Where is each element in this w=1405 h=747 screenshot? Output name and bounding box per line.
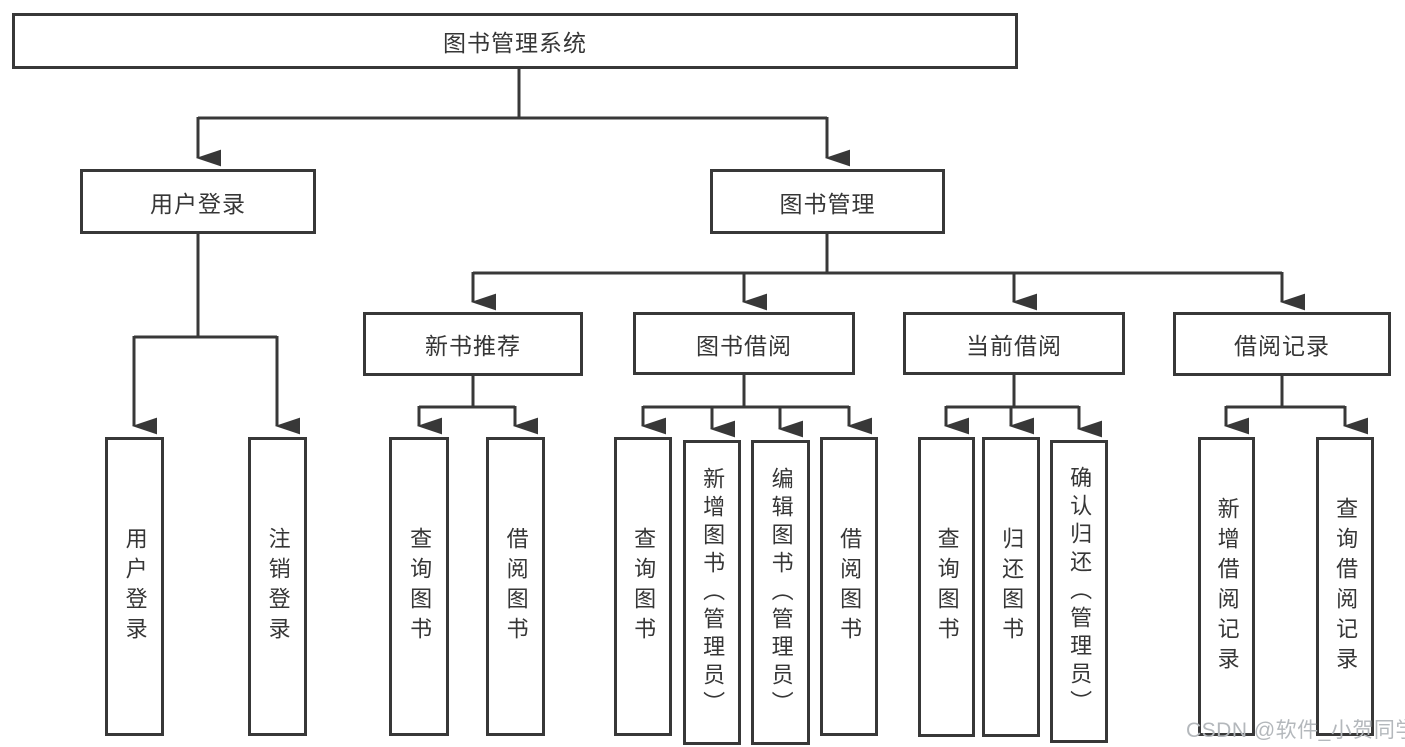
node-label: 新增借阅记录 (1214, 496, 1240, 677)
node-label: 图书借阅 (696, 332, 792, 359)
leaf-confirm-return-admin: 确认归还（管理员） (1050, 440, 1108, 743)
node-current-borrowing: 当前借阅 (903, 312, 1125, 375)
leaf-return-book: 归还图书 (982, 437, 1040, 737)
leaf-add-borrow-record: 新增借阅记录 (1198, 437, 1255, 736)
leaf-logout: 注销登录 (248, 437, 307, 736)
node-label: 查询借阅记录 (1333, 496, 1359, 677)
leaf-edit-book-admin: 编辑图书（管理员） (751, 440, 810, 745)
leaf-query-borrow-record: 查询借阅记录 (1316, 437, 1374, 736)
node-label: 归还图书 (999, 527, 1025, 647)
node-user-login: 用户登录 (80, 169, 316, 234)
leaf-user-login: 用户登录 (105, 437, 164, 736)
node-book-management: 图书管理 (710, 169, 945, 234)
node-library-management-system: 图书管理系统 (12, 13, 1018, 69)
leaf-query-books-recommend: 查询图书 (389, 437, 449, 736)
node-label: 编辑图书（管理员） (768, 466, 794, 719)
leaf-borrow-books-recommend: 借阅图书 (486, 437, 545, 736)
leaf-add-book-admin: 新增图书（管理员） (683, 440, 741, 745)
node-label: 用户登录 (122, 526, 148, 647)
csdn-watermark: CSDN @软件_小贺同学 (1186, 719, 1405, 742)
node-label: 确认归还（管理员） (1067, 465, 1093, 718)
node-label: 图书管理 (779, 190, 876, 217)
node-label: 借阅图书 (503, 526, 529, 647)
node-label: 新书推荐 (425, 333, 521, 359)
node-label: 新增图书（管理员） (700, 466, 726, 719)
leaf-borrow-books: 借阅图书 (820, 437, 878, 736)
leaf-query-books-borrow: 查询图书 (614, 437, 672, 736)
node-label: 当前借阅 (966, 332, 1062, 359)
node-label: 借阅记录 (1234, 333, 1330, 359)
leaf-query-books-current: 查询图书 (918, 437, 975, 737)
node-label: 借阅图书 (837, 526, 863, 647)
node-label: 图书管理系统 (443, 30, 587, 56)
node-label: 查询图书 (407, 526, 433, 647)
node-borrowing-records: 借阅记录 (1173, 312, 1391, 376)
node-label: 用户登录 (150, 190, 246, 217)
node-book-borrowing: 图书借阅 (633, 312, 855, 375)
node-label: 查询图书 (934, 527, 960, 647)
node-label: 查询图书 (631, 526, 657, 647)
node-label: 注销登录 (265, 526, 291, 647)
node-new-book-recommend: 新书推荐 (363, 312, 583, 376)
